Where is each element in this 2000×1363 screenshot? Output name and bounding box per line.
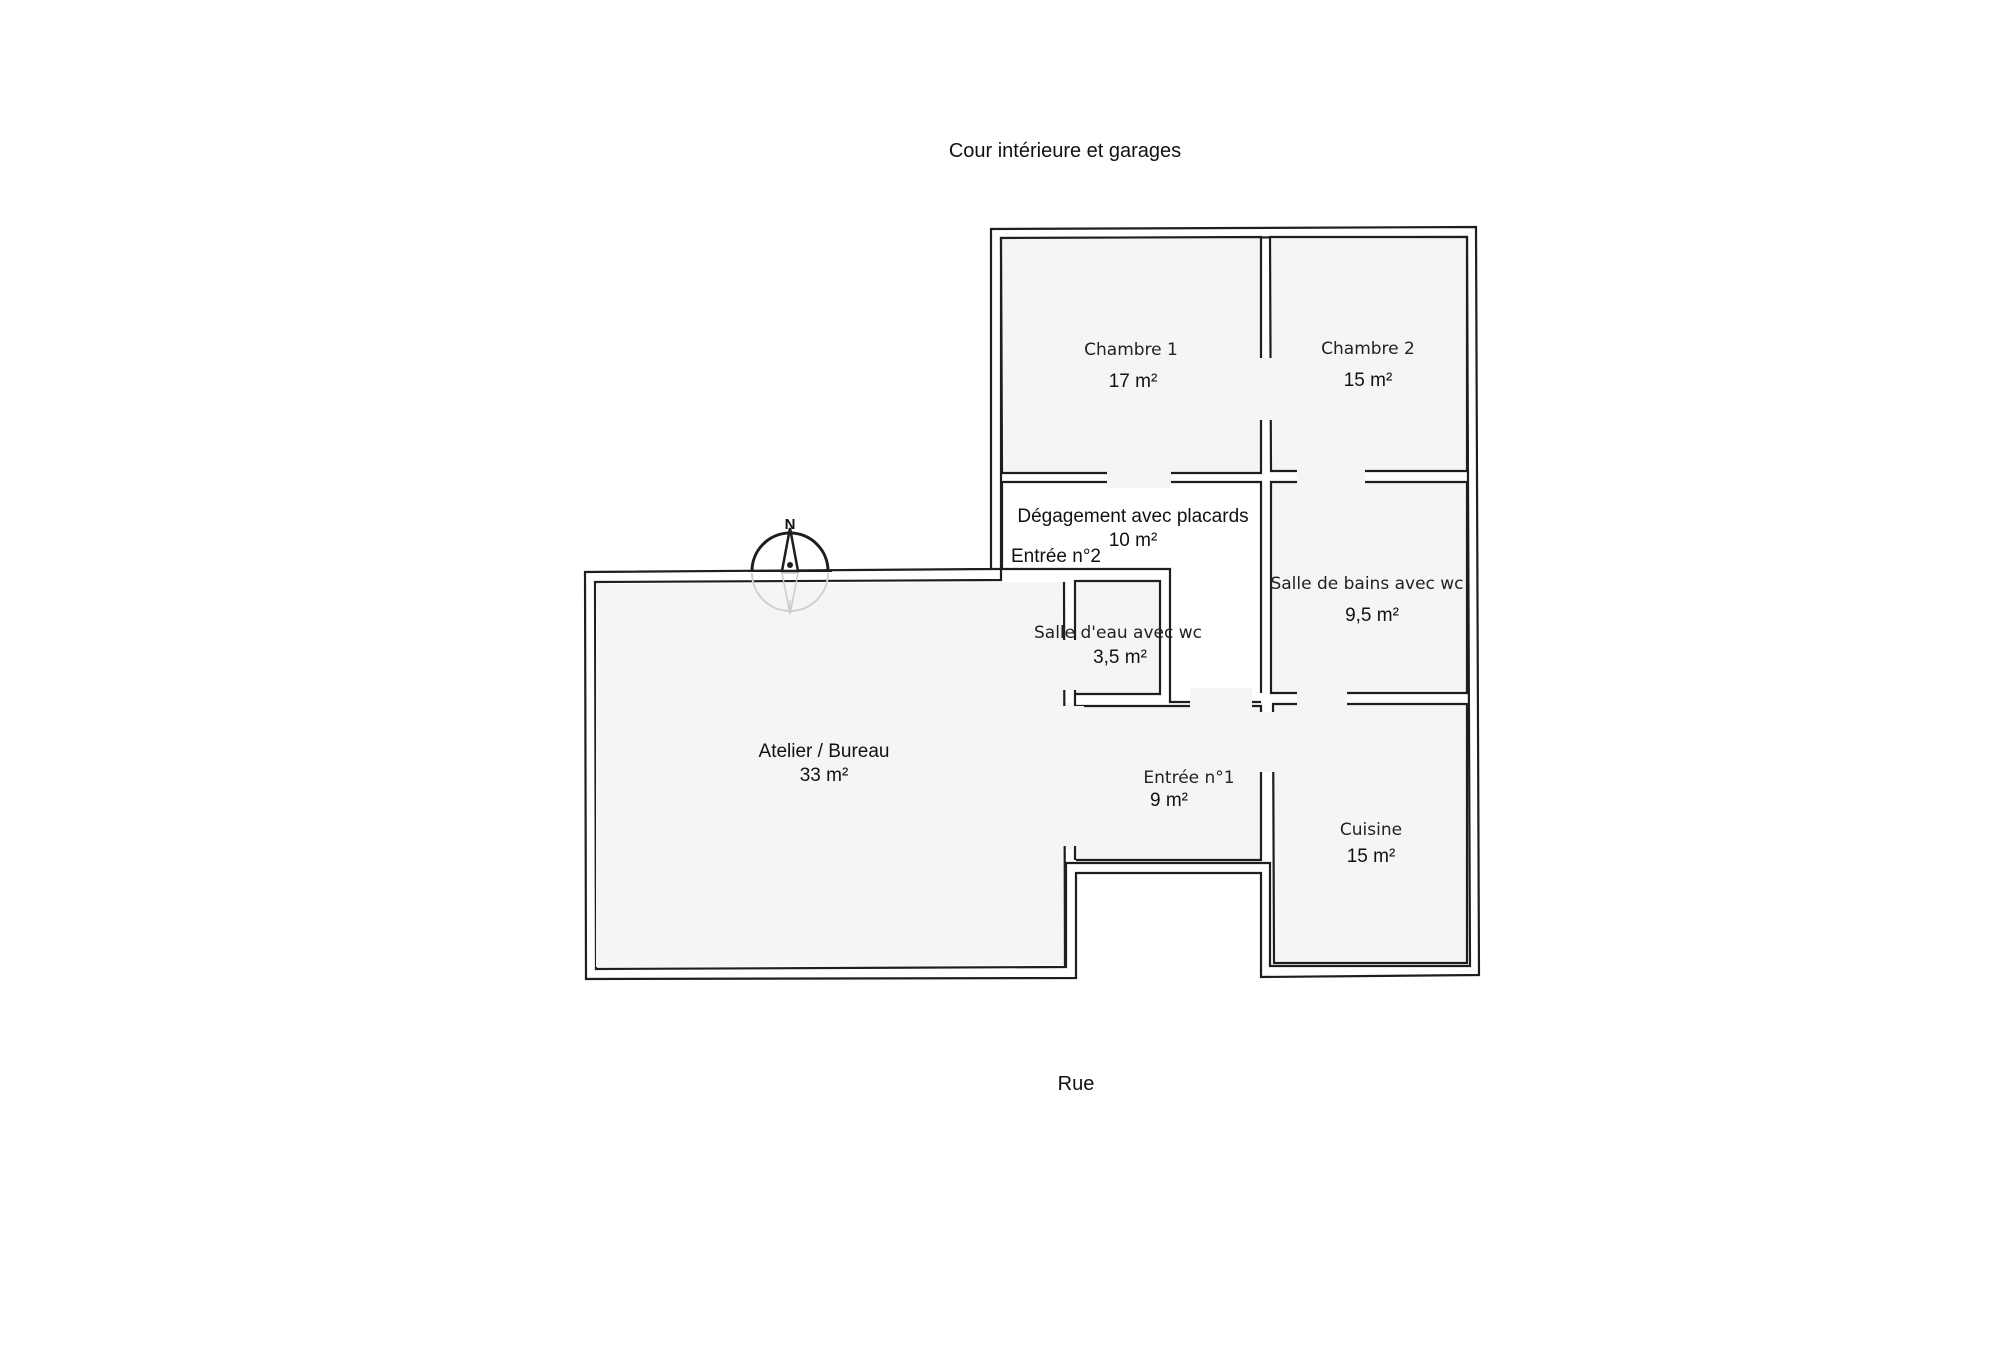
atelier-name: Atelier / Bureau	[759, 741, 890, 762]
degagement-area: 10 m²	[1109, 530, 1158, 551]
cuisine-walls	[1271, 702, 1469, 965]
door-entree-1-top	[1190, 688, 1252, 712]
chambre-1-name: Chambre 1	[1084, 340, 1178, 360]
salle-eau-area: 3,5 m²	[1093, 647, 1147, 668]
exterior-wall-inner	[593, 235, 1472, 971]
exterior-wall-outer	[583, 225, 1481, 981]
entree-1-name: Entrée n°1	[1143, 768, 1234, 788]
room-entree-1-floor	[1075, 706, 1261, 860]
cuisine-name: Cuisine	[1340, 820, 1402, 840]
door-salle-eau	[1058, 640, 1082, 690]
room-cuisine-floor	[1273, 704, 1467, 963]
opening-atelier-entree	[1056, 706, 1084, 846]
room-salle-bains-floor	[1271, 482, 1467, 693]
compass-icon: N	[748, 516, 832, 615]
chambre-1-walls	[999, 235, 1263, 475]
degagement-walls	[1002, 480, 1263, 693]
street-label: Rue	[1058, 1073, 1095, 1095]
salle-bains-area: 9,5 m²	[1345, 605, 1399, 626]
cuisine-area: 15 m²	[1347, 846, 1396, 867]
door-cuisine	[1254, 712, 1280, 772]
door-salle-bains	[1297, 687, 1347, 711]
chambre-2-area: 15 m²	[1344, 370, 1393, 391]
salle-bains-walls	[1269, 480, 1469, 695]
atelier-area: 33 m²	[800, 765, 849, 786]
chambre-2-name: Chambre 2	[1321, 339, 1415, 359]
chambre-1-area: 17 m²	[1109, 371, 1158, 392]
room-chambre-1-floor	[1001, 237, 1261, 473]
entree-1-area: 9 m²	[1150, 790, 1188, 811]
entree-1-walls	[1075, 704, 1263, 862]
entree-2-name: Entrée n°2	[1011, 546, 1101, 567]
degagement-name: Dégagement avec placards	[1017, 506, 1248, 527]
door-chambre-2	[1297, 464, 1365, 488]
courtyard-label: Cour intérieure et garages	[949, 140, 1181, 162]
compass-north-letter: N	[785, 516, 796, 533]
room-atelier-floor	[596, 582, 1073, 967]
room-chambre-2-floor	[1270, 237, 1467, 471]
door-chambre-1	[1107, 466, 1171, 488]
room-salle-eau-floor	[1075, 581, 1160, 694]
salle-bains-name: Salle de bains avec wc	[1270, 574, 1463, 594]
salle-eau-name: Salle d'eau avec wc	[1034, 623, 1202, 643]
door-chambres-link	[1252, 358, 1280, 420]
